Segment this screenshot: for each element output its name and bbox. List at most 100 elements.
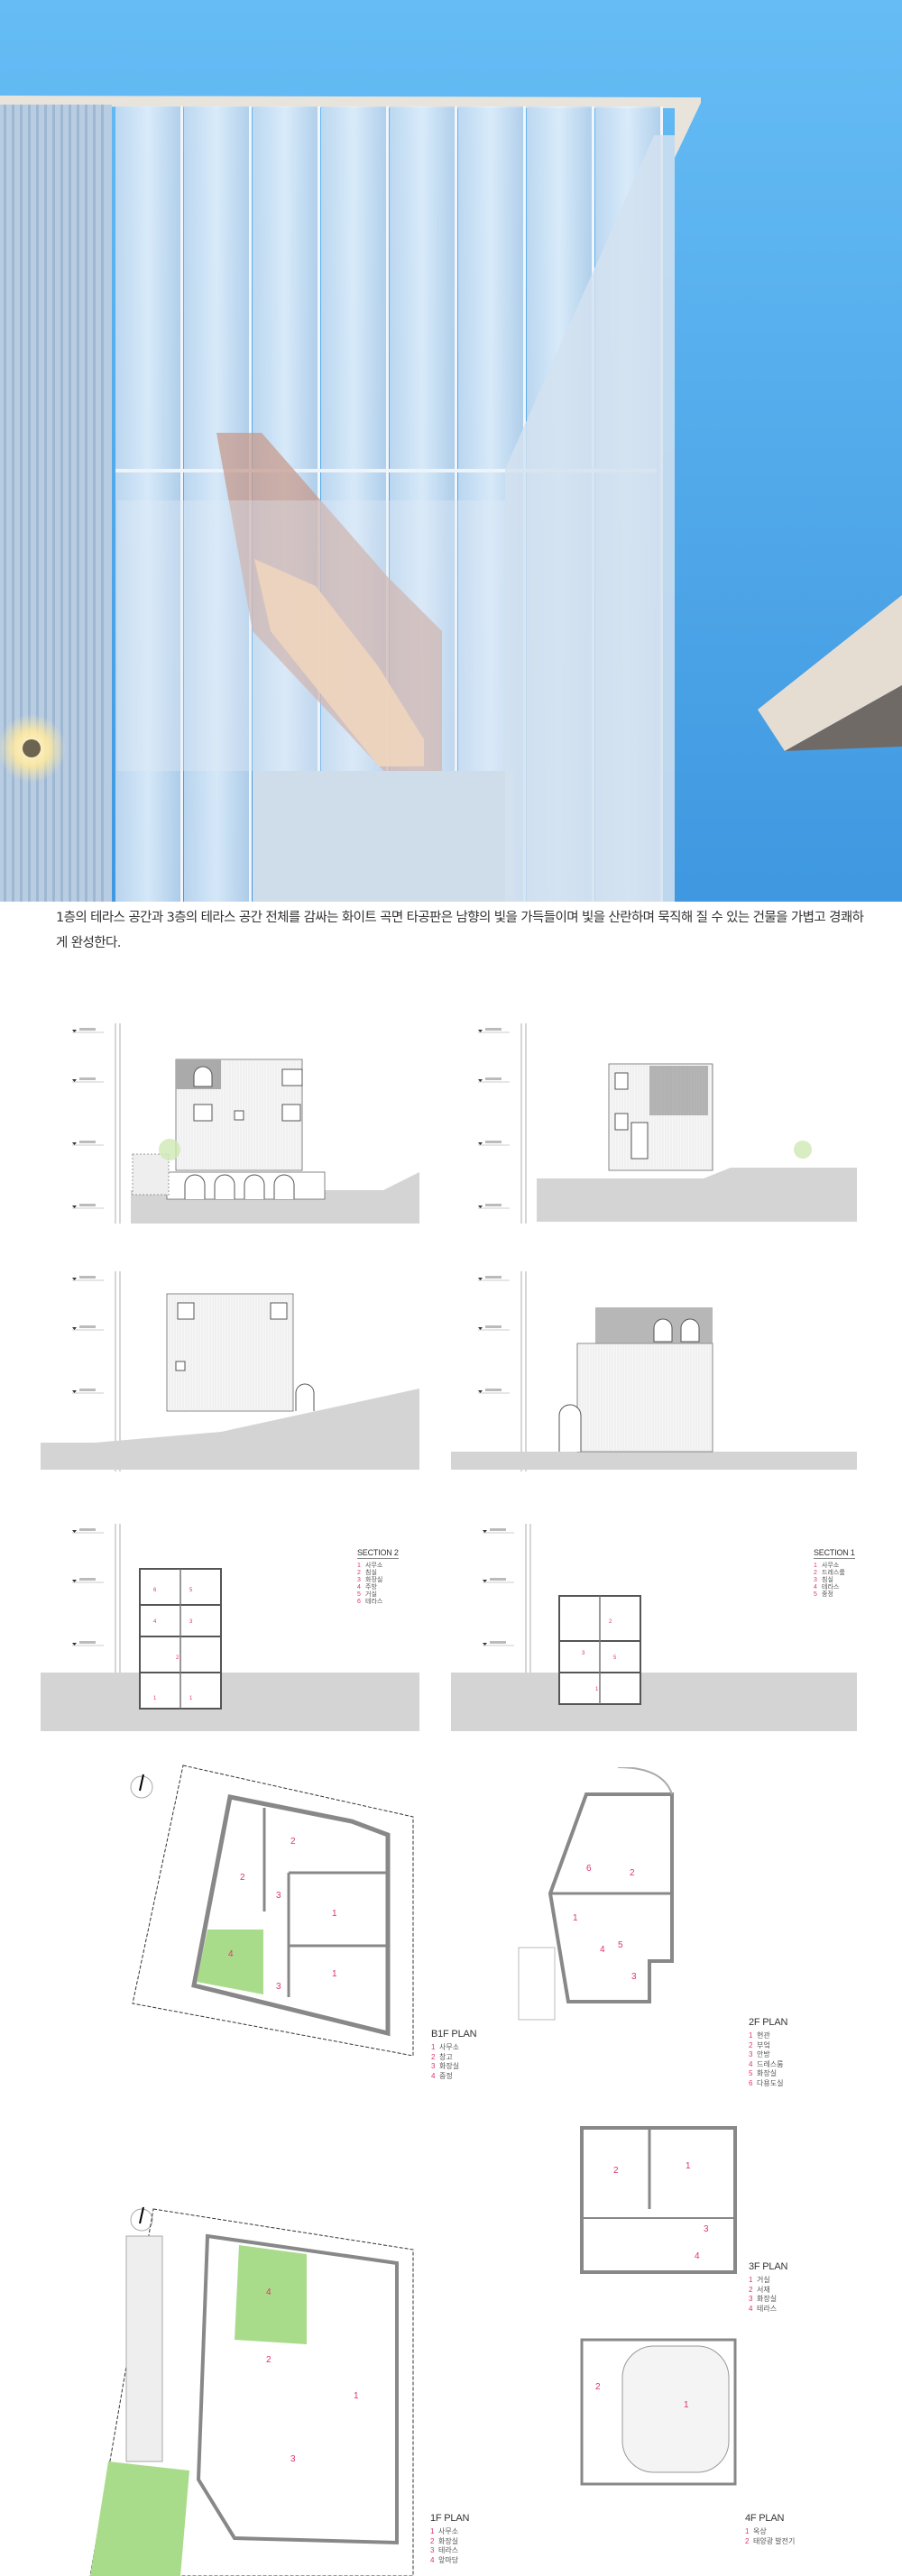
- legend-label: 현관: [757, 2031, 770, 2040]
- legend-label: 화장실: [757, 2295, 778, 2303]
- legend-label: 태양광 발전기: [753, 2536, 796, 2545]
- legend-label: 화장실: [438, 2536, 459, 2545]
- window: [177, 1302, 195, 1320]
- level-marker-icon: [483, 1643, 487, 1646]
- window: [614, 1113, 629, 1131]
- level-marker-icon: [478, 1142, 483, 1145]
- room-number: 6: [586, 1864, 592, 1874]
- level-marker-icon: [72, 1580, 77, 1582]
- elevation-drawing-north: [41, 1271, 419, 1471]
- legend-label: 화장실: [757, 2069, 778, 2077]
- level-label: [79, 1204, 96, 1206]
- level-label: [485, 1077, 502, 1080]
- room-number: 2: [630, 1868, 635, 1878]
- legend-number: 2: [749, 2285, 753, 2294]
- level-label: [490, 1578, 506, 1581]
- level-marker-icon: [72, 1327, 77, 1330]
- window: [270, 1302, 288, 1320]
- legend-number: 2: [357, 1570, 361, 1576]
- level-marker-icon: [478, 1030, 483, 1032]
- level-marker-icon: [72, 1643, 77, 1646]
- legend-number: 4: [749, 2059, 753, 2068]
- legend-number: 1: [745, 2527, 750, 2535]
- level-label: [490, 1528, 506, 1531]
- facade-rib: [52, 105, 55, 902]
- facade-rib: [4, 105, 6, 902]
- elevation-drawing-east: [478, 1023, 857, 1224]
- legend-number: 1: [430, 2527, 435, 2535]
- room-number: 2: [290, 1837, 296, 1847]
- north-arrow-needle: [139, 1774, 144, 1792]
- facade-rib: [12, 105, 14, 902]
- facade-rib: [44, 105, 47, 902]
- arched-opening: [184, 1174, 206, 1199]
- level-label: [485, 1276, 502, 1279]
- level-marker-icon: [72, 1205, 77, 1208]
- room-number: 1: [354, 2391, 359, 2401]
- legend-label: 화장실: [439, 2062, 460, 2070]
- legend-number: 6: [749, 2078, 753, 2087]
- room-number: 3: [290, 2454, 296, 2464]
- exterior-wall: [548, 1792, 674, 2003]
- level-marker-icon: [483, 1530, 487, 1533]
- stone-wall: [132, 1153, 170, 1196]
- window: [175, 1361, 186, 1371]
- legend-label: 드레스룸: [757, 2059, 784, 2068]
- arched-opening: [214, 1174, 235, 1199]
- facade-rib: [28, 105, 31, 902]
- exterior-wall: [191, 1794, 391, 2037]
- legend-number: 3: [814, 1577, 817, 1583]
- level-label: [485, 1141, 502, 1143]
- room-number: 5: [613, 1655, 617, 1661]
- level-label: [79, 1528, 96, 1531]
- elevation-drawing-south: [72, 1023, 419, 1224]
- room-number: 1: [153, 1696, 157, 1701]
- arched-wall: [295, 1383, 315, 1411]
- legend-number: 5: [749, 2069, 753, 2077]
- legend-item: 1 현관: [749, 2031, 787, 2041]
- level-label: [79, 1325, 96, 1328]
- room-number: 1: [684, 2400, 689, 2410]
- room-number: 2: [176, 1655, 179, 1661]
- level-marker-icon: [478, 1205, 483, 1208]
- room-number: 5: [618, 1940, 623, 1950]
- legend-label: 사무소: [438, 2527, 459, 2535]
- room-number: 1: [332, 1909, 337, 1919]
- level-marker-icon: [478, 1390, 483, 1393]
- legend-number: 4: [430, 2555, 435, 2564]
- panel-mullion: [455, 106, 457, 902]
- legend-label: 사무소: [439, 2043, 460, 2051]
- ground: [537, 1168, 857, 1222]
- legend-number: 4: [749, 2304, 753, 2313]
- north-arrow-needle: [139, 2206, 144, 2224]
- legend-label: 앞마당: [438, 2555, 459, 2564]
- legend-title: B1F PLAN: [431, 2029, 477, 2040]
- legend-label: 침실: [822, 1577, 833, 1583]
- legend-label: 테라스: [757, 2304, 778, 2313]
- perforated-panel: [321, 106, 386, 902]
- window: [281, 1068, 303, 1086]
- legend-number: 2: [814, 1570, 817, 1576]
- room-number: 3: [582, 1651, 585, 1656]
- level-label: [485, 1325, 502, 1328]
- legend-label: 테라스: [365, 1599, 383, 1605]
- legend-label: 옥상: [753, 2527, 767, 2535]
- legend-number: 1: [749, 2031, 753, 2040]
